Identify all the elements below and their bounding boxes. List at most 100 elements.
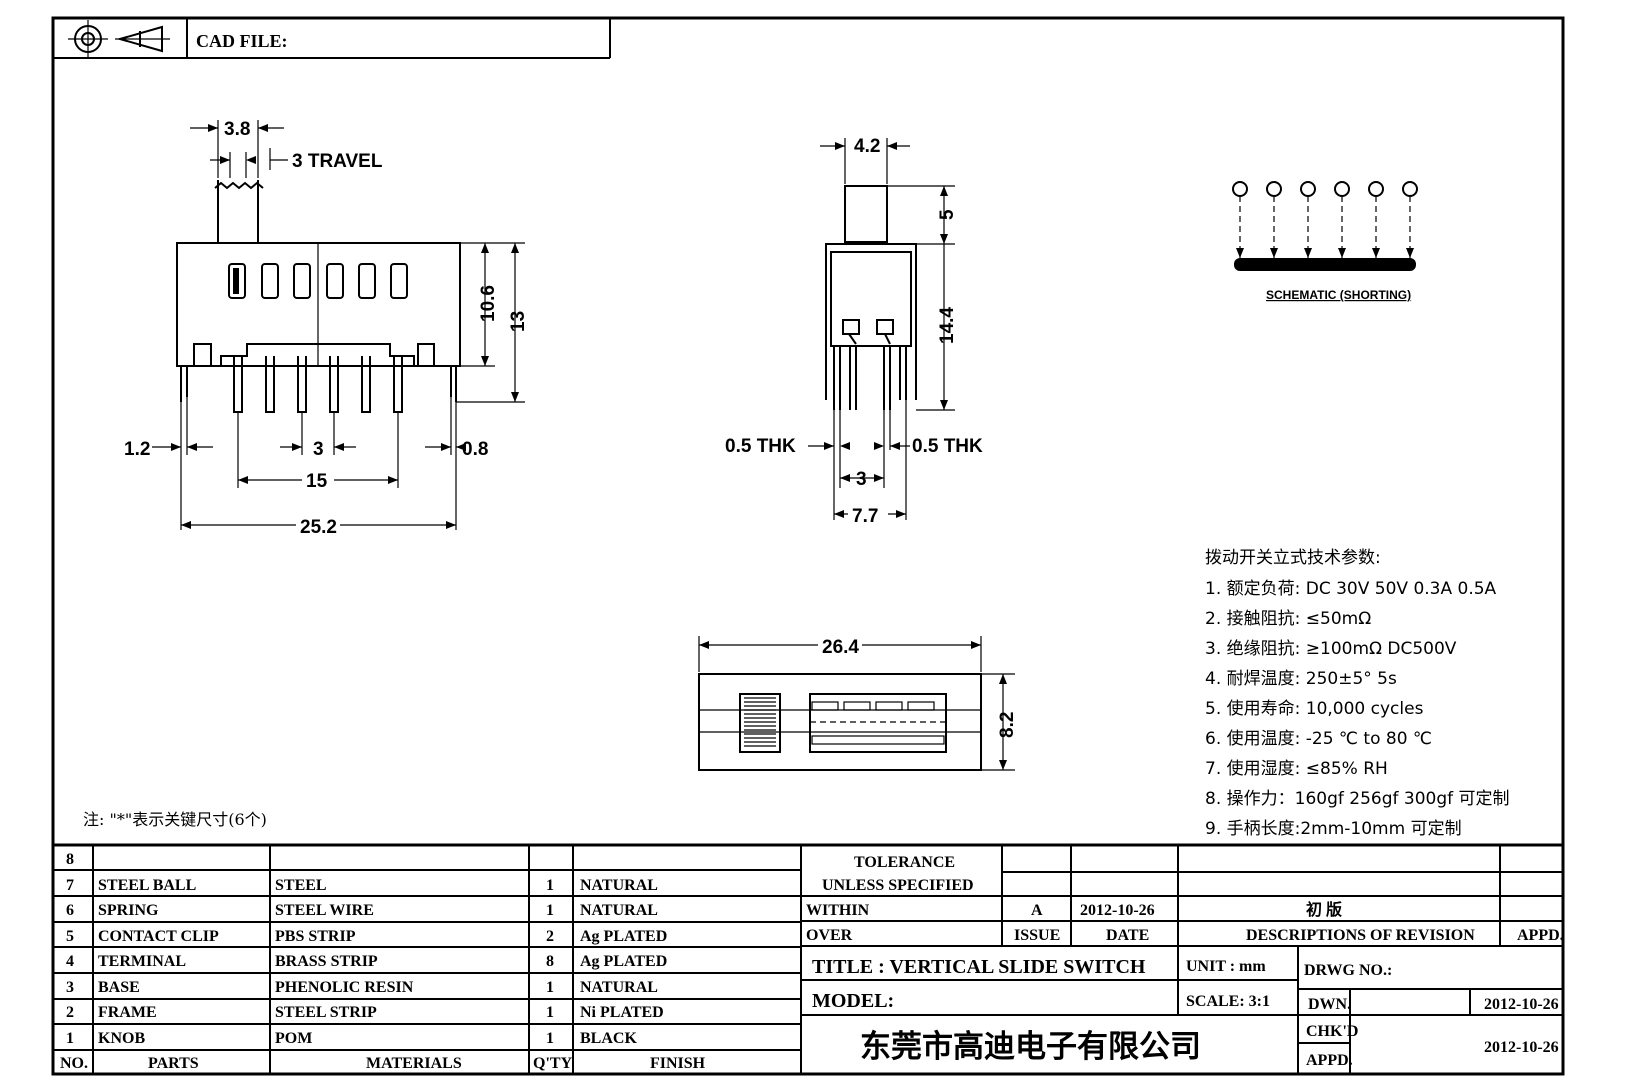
thk-right-label: 0.5 THK	[912, 436, 983, 457]
chkd-date: 2012-10-26	[1484, 1039, 1559, 1056]
row-material: PHENOLIC RESIN	[275, 979, 414, 996]
header-block: CAD FILE:	[53, 18, 611, 59]
chkd-label: CHK'D	[1306, 1023, 1358, 1040]
spec-item: 9. 手柄长度:2mm-10mm 可定制	[1205, 819, 1462, 839]
dim-left-tab: 1.2	[124, 439, 150, 460]
row-material: STEEL WIRE	[275, 902, 374, 919]
issue-date: 2012-10-26	[1080, 902, 1155, 919]
row-finish: NATURAL	[580, 877, 658, 894]
terminal-icon	[1232, 181, 1248, 258]
top-view: 26.4 8.2	[698, 634, 1018, 771]
header-qty: Q'TY	[533, 1055, 573, 1072]
over-label: OVER	[806, 927, 853, 944]
tolerance-label: TOLERANCE	[854, 854, 955, 871]
terminal-icon	[1368, 181, 1384, 258]
dim-right-tab: 0.8	[462, 439, 488, 460]
dim-top-length: 26.4	[822, 637, 859, 658]
scale-label: SCALE: 3:1	[1186, 993, 1270, 1010]
row-material: POM	[275, 1030, 312, 1047]
row-no: 3	[66, 979, 74, 996]
spec-item: 7. 使用湿度: ≤85% RH	[1205, 758, 1388, 779]
row-material: STEEL	[275, 877, 327, 894]
cad-file-label: CAD FILE:	[196, 31, 288, 51]
spec-item: 6. 使用温度: -25 ℃ to 80 ℃	[1205, 728, 1432, 749]
row-finish: NATURAL	[580, 902, 658, 919]
row-no: 5	[66, 928, 74, 945]
row-qty: 1	[546, 877, 554, 894]
dim-height-inner: 10.6	[478, 285, 499, 322]
row-material: STEEL STRIP	[275, 1004, 377, 1021]
row-material: PBS STRIP	[275, 928, 356, 945]
unit-label: UNIT : mm	[1186, 958, 1266, 975]
row-material: BRASS STRIP	[275, 953, 378, 970]
row-part: SPRING	[98, 902, 159, 919]
row-part: FRAME	[98, 1004, 157, 1021]
row-no: 2	[66, 1004, 74, 1021]
dim-pin-span: 15	[306, 471, 328, 492]
spec-list: 拨动开关立式技术参数: 1. 额定负荷: DC 30V 50V 0.3A 0.5…	[1205, 548, 1510, 839]
dim-end-pitch: 3	[856, 469, 867, 490]
row-no: 6	[66, 902, 74, 919]
dim-top-width: 3.8	[224, 119, 250, 140]
within-label: WITHIN	[806, 902, 870, 919]
row-no: 7	[66, 877, 74, 894]
spec-item: 1. 额定负荷: DC 30V 50V 0.3A 0.5A	[1205, 579, 1497, 599]
spec-title: 拨动开关立式技术参数:	[1205, 548, 1381, 568]
spec-item: 2. 接触阻抗: ≤50mΩ	[1205, 609, 1371, 629]
drwg-no-label: DRWG NO.:	[1304, 962, 1392, 979]
header-parts: PARTS	[148, 1055, 199, 1072]
schematic-label: SCHEMATIC (SHORTING)	[1266, 288, 1411, 302]
spec-item: 5. 使用寿命: 10,000 cycles	[1205, 698, 1424, 719]
appd-label: APPD.	[1517, 927, 1564, 944]
company-name: 东莞市高迪电子有限公司	[860, 1029, 1201, 1065]
row-part: CONTACT CLIP	[98, 928, 219, 945]
dim-pitch: 3	[313, 439, 324, 460]
spec-item: 8. 操作力：160gf 256gf 300gf 可定制	[1205, 789, 1510, 809]
drawing-title: TITLE : VERTICAL SLIDE SWITCH	[812, 956, 1146, 978]
key-dimension-note: 注: "*"表示关键尺寸(6个)	[83, 810, 267, 829]
dim-overall: 25.2	[300, 517, 337, 538]
row-finish: Ag PLATED	[580, 953, 667, 970]
row-finish: Ag PLATED	[580, 928, 667, 945]
unless-specified-label: UNLESS SPECIFIED	[822, 877, 974, 894]
terminal-icon	[1402, 181, 1418, 258]
spec-item: 4. 耐焊温度: 250±5° 5s	[1205, 669, 1397, 689]
dwn-date: 2012-10-26	[1484, 996, 1559, 1013]
dim-body-height: 14.4	[937, 307, 958, 344]
row-qty: 1	[546, 902, 554, 919]
row-no: 8	[66, 851, 74, 868]
header-materials: MATERIALS	[366, 1055, 462, 1072]
revision-desc-label: DESCRIPTIONS OF REVISION	[1246, 927, 1475, 944]
row-qty: 2	[546, 928, 554, 945]
terminal-icon	[1266, 181, 1282, 258]
row-no: 4	[66, 953, 74, 970]
dim-height-outer: 13	[508, 311, 529, 332]
terminal-icon	[1300, 181, 1316, 258]
schematic-diagram: SCHEMATIC (SHORTING)	[1232, 181, 1418, 302]
date-label: DATE	[1106, 927, 1149, 944]
row-no: 1	[66, 1030, 74, 1047]
dwn-label: DWN.	[1308, 996, 1351, 1013]
thk-left-label: 0.5 THK	[725, 436, 796, 457]
header-no: NO.	[60, 1055, 88, 1072]
model-label: MODEL:	[812, 990, 894, 1012]
row-finish: NATURAL	[580, 979, 658, 996]
row-finish: Ni PLATED	[580, 1004, 664, 1021]
drawing-border	[51, 16, 1565, 1076]
row-part: TERMINAL	[98, 953, 186, 970]
spec-item: 3. 绝缘阻抗: ≥100mΩ DC500V	[1205, 639, 1457, 659]
row-part: STEEL BALL	[98, 877, 196, 894]
dim-knob-height: 5	[937, 209, 958, 220]
issue-value: A	[1031, 902, 1043, 919]
end-view: 4.2 5 14.4 0.5 THK 0.5 THK 3 7.7	[725, 136, 983, 527]
revision-description: 初 版	[1306, 900, 1342, 919]
terminal-icon	[1334, 181, 1350, 258]
row-qty: 1	[546, 979, 554, 996]
dim-end-width: 7.7	[852, 506, 878, 527]
travel-label: 3 TRAVEL	[292, 151, 383, 172]
dim-knob-width: 4.2	[854, 136, 880, 157]
projection-symbol-icon	[68, 20, 170, 58]
row-qty: 1	[546, 1004, 554, 1021]
row-part: KNOB	[98, 1030, 145, 1047]
